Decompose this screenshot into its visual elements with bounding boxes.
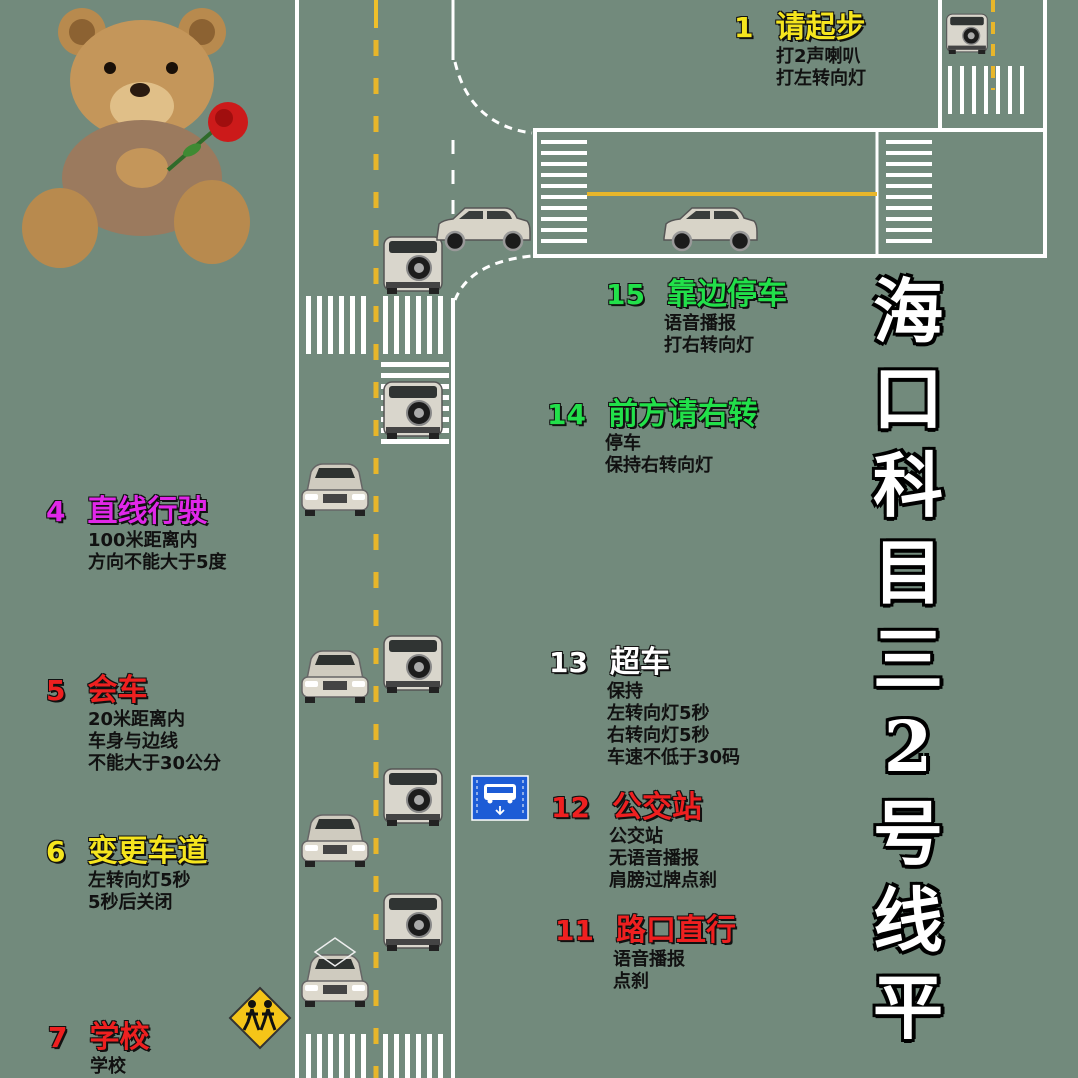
step-note: 公交站 <box>609 826 663 847</box>
step-note: 点刹 <box>613 971 649 992</box>
step-notes: 语音播报打右转向灯 <box>664 313 787 357</box>
step-note: 右转向灯5秒 <box>607 725 710 746</box>
step-number: 6 <box>45 835 66 869</box>
step-number: 15 <box>606 278 646 312</box>
step-note: 语音播报 <box>664 313 736 334</box>
crosswalks <box>306 66 1024 1078</box>
step-title: 路口直行 <box>615 913 736 949</box>
teddy-bear-icon <box>22 8 250 268</box>
step-title: 超车 <box>609 645 670 681</box>
step-number: 12 <box>551 791 591 825</box>
step-note: 学校 <box>90 1056 126 1077</box>
step-title: 公交站 <box>611 790 702 826</box>
step-number: 7 <box>47 1021 68 1055</box>
step-notes: 保持左转向灯5秒右转向灯5秒车速不低于30码 <box>607 681 740 769</box>
title-char: 海 <box>873 270 943 353</box>
step-notes: 公交站无语音播报肩膀过牌点刹 <box>609 826 717 892</box>
step-note: 保持右转向灯 <box>605 455 713 476</box>
step-heading: 6 变更车道 <box>45 826 208 870</box>
title-char: 线 <box>873 879 943 962</box>
step-number: 4 <box>45 495 66 529</box>
step-heading: 14 前方请右转 <box>547 389 759 433</box>
title-char: 三 <box>873 618 943 701</box>
title-char: 2 <box>883 705 933 788</box>
step-note: 打左转向灯 <box>776 68 866 89</box>
step-title: 前方请右转 <box>607 397 758 433</box>
title-char: 平 <box>873 966 943 1049</box>
step-notes: 打2声喇叭打左转向灯 <box>776 46 866 90</box>
step-notes: 停车保持右转向灯 <box>605 433 758 477</box>
step-note: 100米距离内 <box>88 530 198 551</box>
step-heading: 5 会车 <box>45 665 221 709</box>
step-heading: 15 靠边停车 <box>606 269 788 313</box>
step-13: 13 超车保持左转向灯5秒右转向灯5秒车速不低于30码 <box>549 637 741 769</box>
step-title: 直线行驶 <box>87 494 208 530</box>
step-title: 请起步 <box>775 10 866 46</box>
step-title: 学校 <box>89 1020 150 1056</box>
step-notes: 语音播报点刹 <box>613 949 736 993</box>
school-crossing-sign-icon <box>228 986 292 1050</box>
step-note: 方向不能大于5度 <box>88 552 227 573</box>
step-note: 车身与边线 <box>88 731 178 752</box>
step-number: 5 <box>45 674 66 708</box>
step-notes: 100米距离内方向不能大于5度 <box>88 530 227 574</box>
title-char: 号 <box>873 792 943 875</box>
title-char: 科 <box>873 444 943 527</box>
step-note: 保持 <box>607 681 643 702</box>
step-note: 无语音播报 <box>609 848 699 869</box>
step-note: 停车 <box>605 433 641 454</box>
step-heading: 13 超车 <box>549 637 740 681</box>
step-title: 会车 <box>87 673 148 709</box>
step-15: 15 靠边停车语音播报打右转向灯 <box>606 269 788 357</box>
step-note: 5秒后关闭 <box>88 892 173 913</box>
route-title: 海 口 科 目 三 2 号 线 平 <box>862 268 954 1051</box>
title-char: 口 <box>873 357 943 440</box>
step-note: 肩膀过牌点刹 <box>609 870 717 891</box>
step-number: 14 <box>547 398 587 432</box>
step-heading: 1 请起步 <box>733 2 866 46</box>
step-title: 靠边停车 <box>666 277 787 313</box>
step-heading: 12 公交站 <box>551 782 717 826</box>
step-number: 13 <box>549 646 589 680</box>
step-14: 14 前方请右转停车保持右转向灯 <box>547 389 759 477</box>
step-heading: 7 学校 <box>47 1012 150 1056</box>
step-note: 语音播报 <box>613 949 685 970</box>
step-note: 不能大于30公分 <box>88 753 222 774</box>
step-note: 车速不低于30码 <box>607 747 741 768</box>
step-7: 7 学校学校 <box>47 1012 150 1078</box>
step-note: 左转向灯5秒 <box>607 703 710 724</box>
step-note: 打右转向灯 <box>664 335 754 356</box>
step-1: 1 请起步打2声喇叭打左转向灯 <box>733 2 866 90</box>
step-title: 变更车道 <box>87 834 208 870</box>
step-notes: 学校 <box>90 1056 149 1078</box>
step-note: 打2声喇叭 <box>776 46 861 67</box>
step-heading: 11 路口直行 <box>555 905 737 949</box>
step-11: 11 路口直行语音播报点刹 <box>555 905 737 993</box>
bus-stop-sign-icon <box>471 775 529 821</box>
step-notes: 20米距离内车身与边线不能大于30公分 <box>88 709 221 775</box>
title-char: 目 <box>873 531 943 614</box>
step-note: 20米距离内 <box>88 709 186 730</box>
step-number: 11 <box>555 914 595 948</box>
step-number: 1 <box>733 11 754 45</box>
step-heading: 4 直线行驶 <box>45 486 227 530</box>
step-note: 左转向灯5秒 <box>88 870 191 891</box>
